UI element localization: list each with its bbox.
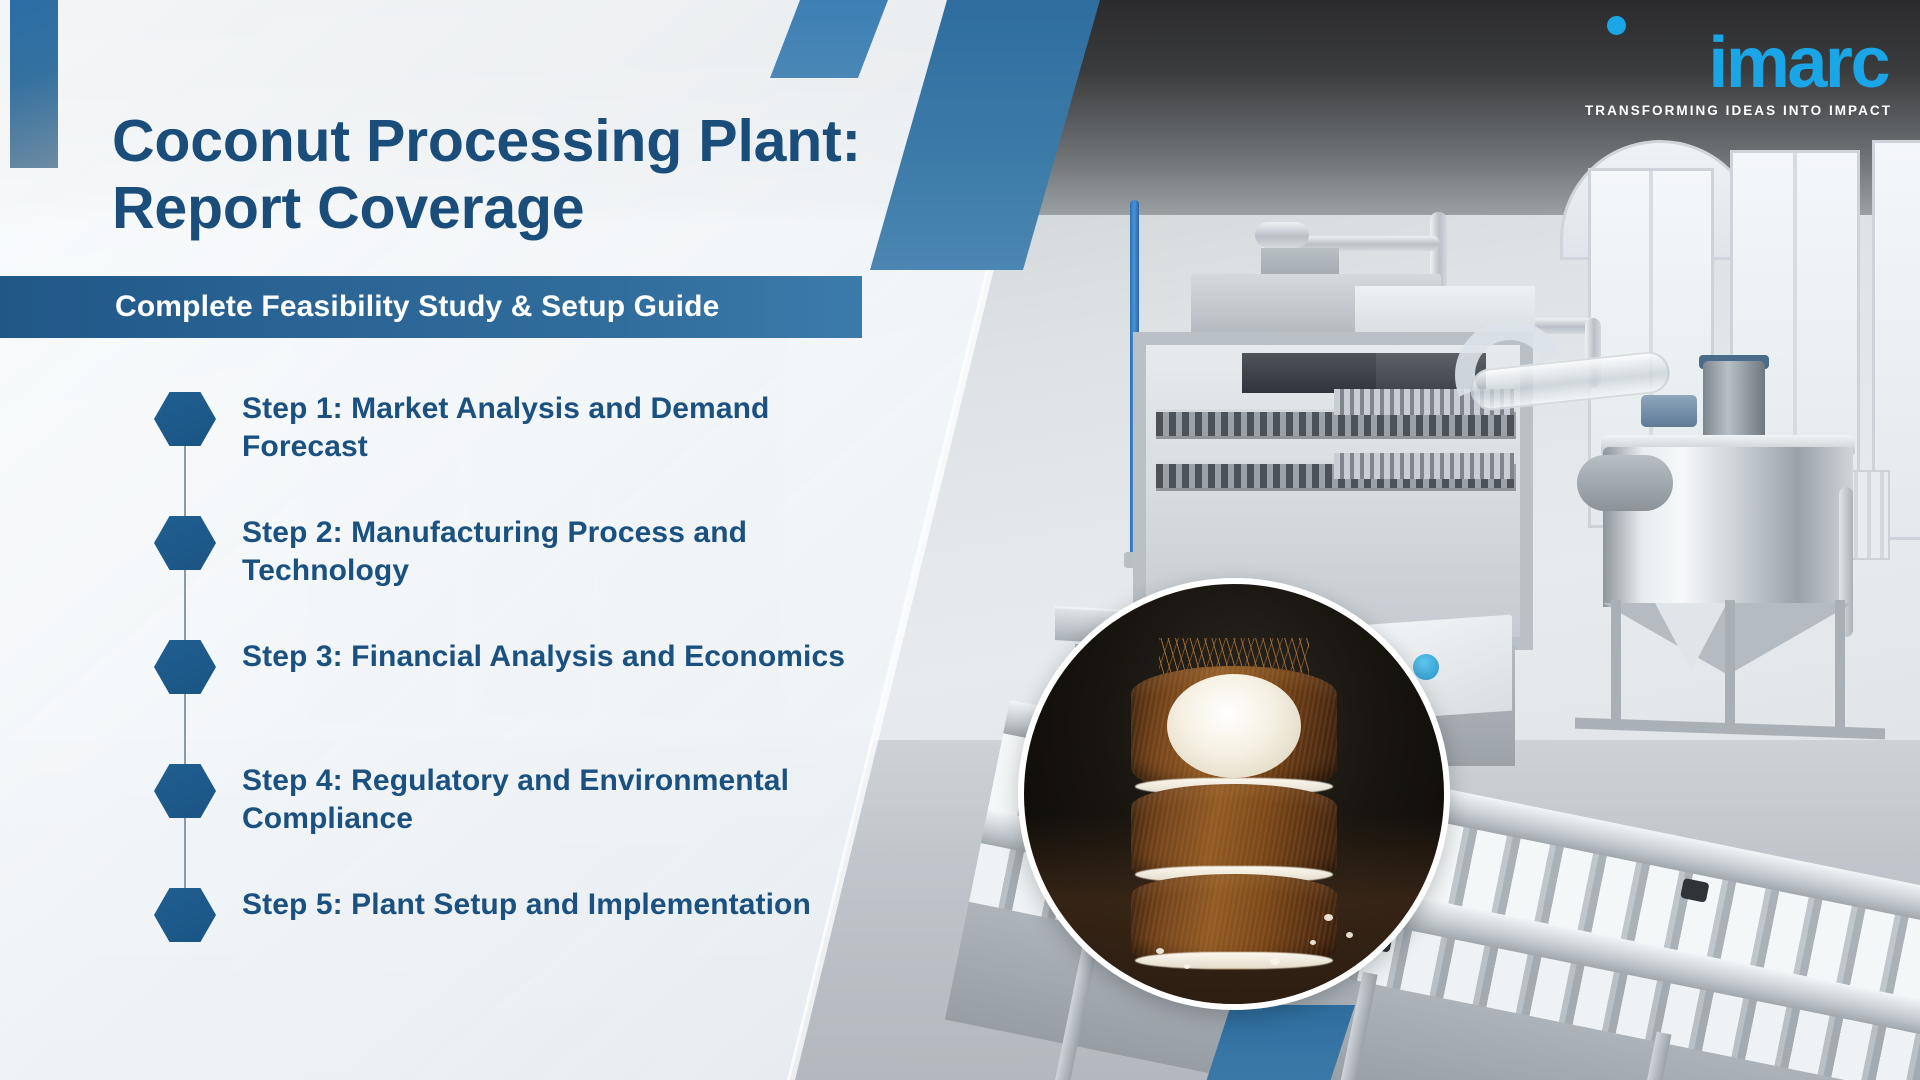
- hexagon-icon: [154, 516, 216, 570]
- list-item: Step 1: Market Analysis and Demand Forec…: [148, 388, 868, 520]
- step-connector-line: [184, 692, 186, 768]
- page-title: Coconut Processing Plant: Report Coverag…: [112, 108, 932, 241]
- coconut-crumb: [1184, 964, 1190, 969]
- steps-list: Step 1: Market Analysis and Demand Forec…: [148, 388, 868, 1008]
- step-marker-wrap: [148, 512, 222, 644]
- coconut-crumb: [1270, 958, 1280, 965]
- coconut-stack: [1131, 634, 1337, 971]
- hexagon-icon: [154, 392, 216, 446]
- coconut-photo-circle: [1018, 578, 1450, 1010]
- step-connector-line: [184, 568, 186, 644]
- step-label: Step 4: Regulatory and Environmental Com…: [242, 764, 790, 836]
- step-label: Step 3: Financial Analysis and Economics: [242, 640, 846, 673]
- tank-side-pipe: [1839, 487, 1853, 637]
- overhead-pipe-top: [1270, 236, 1440, 251]
- subtitle-bar: Complete Feasibility Study & Setup Guide: [0, 276, 862, 338]
- tank-agitator-motor: [1703, 361, 1765, 439]
- tank-leg-1: [1611, 600, 1621, 730]
- mixing-tank: [1575, 355, 1885, 740]
- coconut-crumb: [1156, 948, 1164, 954]
- tank-leg-3: [1725, 600, 1735, 730]
- step-marker-wrap: [148, 388, 222, 520]
- step-label: Step 2: Manufacturing Process and Techno…: [242, 516, 748, 588]
- hexagon-icon: [154, 764, 216, 818]
- pipe-flange: [1255, 222, 1309, 248]
- logo-dot-icon: [1607, 16, 1626, 35]
- title-line-1: Coconut Processing Plant:: [112, 108, 861, 174]
- coconut-meat: [1167, 674, 1301, 779]
- hexagon-icon: [154, 888, 216, 942]
- logo-wordmark: imarc: [1585, 16, 1892, 99]
- step-connector-line: [184, 816, 186, 892]
- step-label: Step 5: Plant Setup and Implementation: [242, 888, 811, 921]
- step-connector-line: [184, 444, 186, 520]
- step-marker-wrap: [148, 884, 222, 942]
- logo-wordmark-text: imarc: [1708, 23, 1890, 103]
- coconut-crumb: [1346, 932, 1353, 938]
- machine-brand-logo: [1413, 654, 1439, 680]
- logo-tagline: TRANSFORMING IDEAS INTO IMPACT: [1585, 103, 1892, 119]
- list-item: Step 2: Manufacturing Process and Techno…: [148, 512, 868, 644]
- list-item: Step 5: Plant Setup and Implementation: [148, 884, 868, 1008]
- tank-leg-2: [1835, 600, 1845, 730]
- step-marker-wrap: [148, 636, 222, 768]
- title-line-2: Report Coverage: [112, 174, 585, 241]
- hexagon-icon: [154, 640, 216, 694]
- coconut-crumb: [1310, 940, 1316, 945]
- coconut-flesh-band-3: [1135, 952, 1333, 970]
- tank-pump: [1577, 455, 1673, 511]
- machine-roller-4: [1334, 453, 1514, 479]
- accent-parallelogram-bottom: [1205, 1005, 1355, 1080]
- subtitle-text: Complete Feasibility Study & Setup Guide: [115, 290, 720, 323]
- tank-valve: [1641, 395, 1697, 427]
- step-marker-wrap: [148, 760, 222, 892]
- accent-bar-top-left: [10, 0, 58, 168]
- tank-cone-highlight: [1655, 603, 1727, 671]
- list-item: Step 4: Regulatory and Environmental Com…: [148, 760, 868, 892]
- coconut-crumb: [1324, 914, 1333, 921]
- imarc-logo: imarc TRANSFORMING IDEAS INTO IMPACT: [1585, 16, 1892, 119]
- list-item: Step 3: Financial Analysis and Economics: [148, 636, 868, 768]
- step-label: Step 1: Market Analysis and Demand Forec…: [242, 392, 770, 464]
